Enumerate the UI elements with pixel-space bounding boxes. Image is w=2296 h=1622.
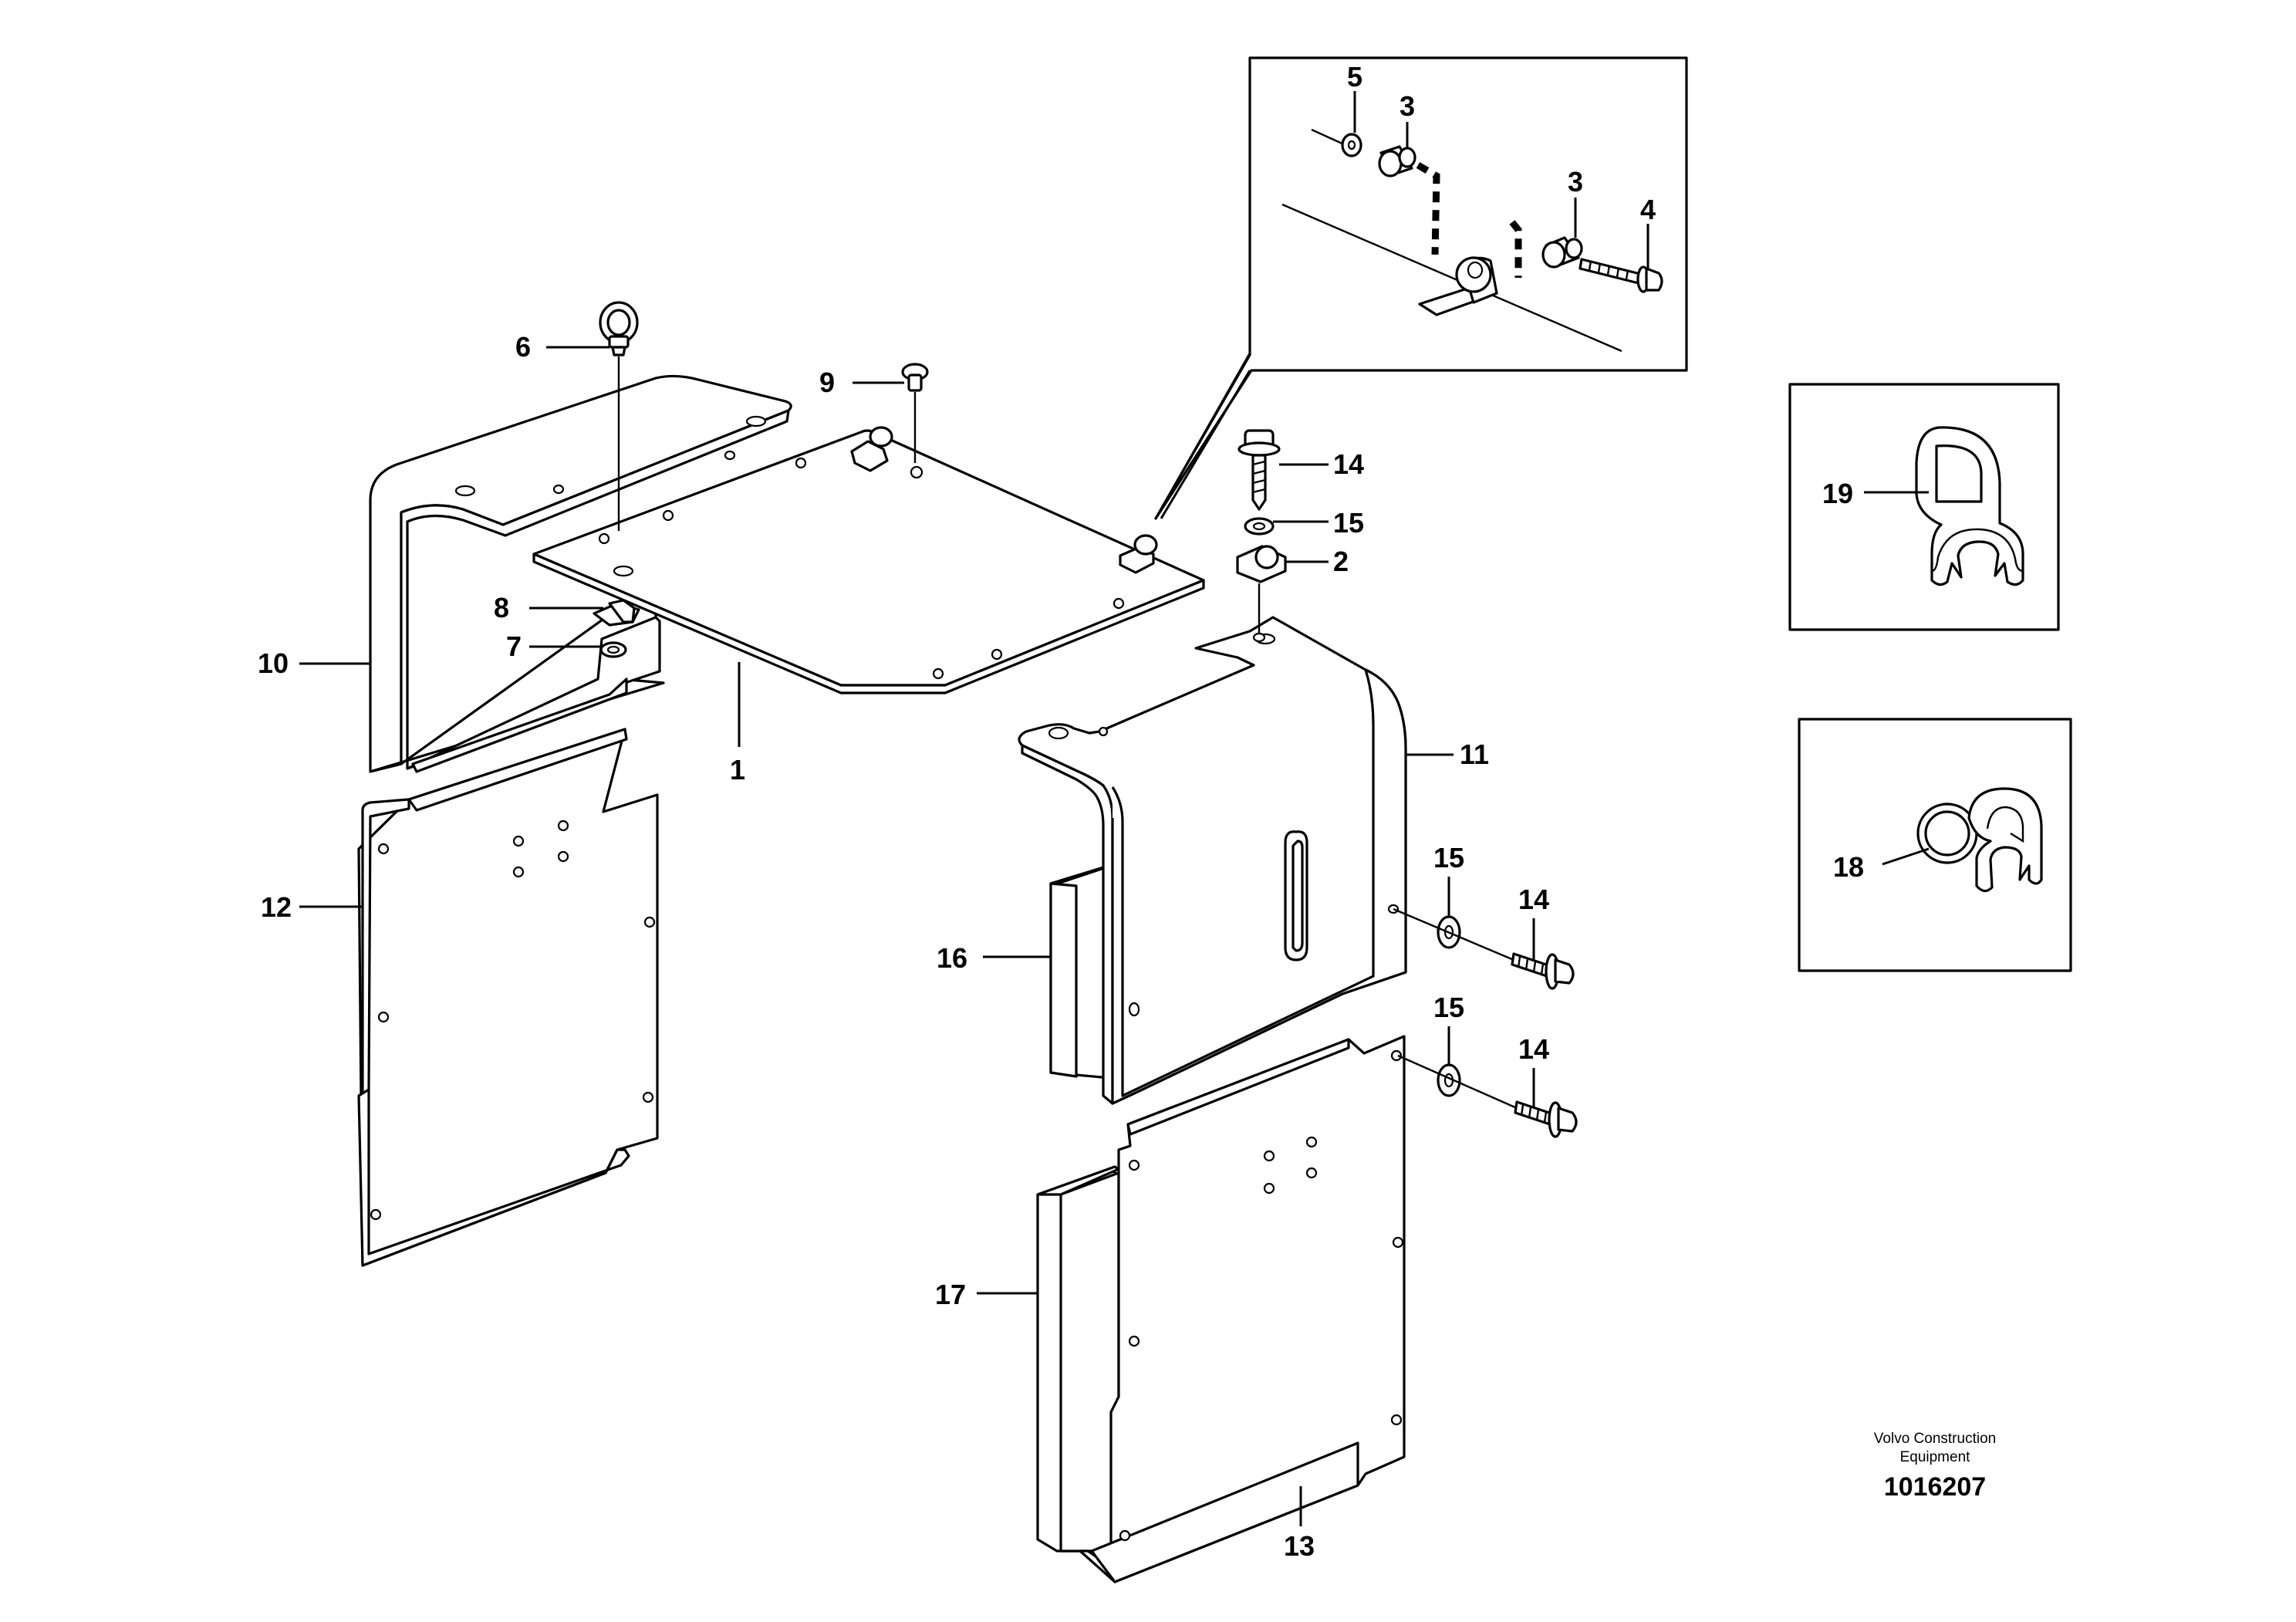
part-1-top-plate (532, 426, 1205, 694)
callout-15-middle: 15 (1433, 842, 1464, 874)
callout-3-lower: 3 (1568, 166, 1583, 198)
callout-15-lower: 15 (1433, 992, 1464, 1023)
callout-8: 8 (494, 592, 509, 623)
part-7-washer (599, 641, 627, 658)
callout-12: 12 (261, 891, 292, 923)
detail-box-hinge-assembly (1154, 56, 1688, 520)
part-14-bolt-vertical (1237, 429, 1281, 511)
part-2-clip (1236, 545, 1287, 643)
part-8-latch (593, 599, 640, 627)
part-14-bolt-middle (1393, 907, 1575, 990)
callout-2: 2 (1333, 546, 1349, 577)
callout-1: 1 (730, 754, 745, 786)
part-17-lower-pad (1036, 1165, 1120, 1553)
callout-6: 6 (515, 331, 531, 363)
inset-19-edge-seal (1788, 383, 2060, 631)
callout-5: 5 (1347, 61, 1362, 93)
part-14-bolt-lower (1397, 1054, 1578, 1138)
leader-lines (299, 91, 1930, 1526)
callout-14-lower: 14 (1518, 1033, 1549, 1065)
callout-11: 11 (1460, 738, 1489, 770)
part-10-left-top-cover (369, 374, 792, 773)
callout-9: 9 (819, 367, 835, 398)
publisher-line-1: Volvo Construction (1874, 1431, 1996, 1447)
callout-7: 7 (506, 630, 522, 662)
callout-19: 19 (1822, 478, 1853, 509)
part-6-ring-pin (599, 301, 639, 531)
publisher-line-2: Equipment (1900, 1449, 1971, 1465)
callout-4: 4 (1640, 194, 1656, 225)
drawing-credit-block: Volvo Construction Equipment 1016207 (1874, 1431, 1996, 1502)
callout-10: 10 (258, 647, 289, 679)
part-12-left-lower-panel (357, 728, 659, 1267)
callout-15-top: 15 (1333, 507, 1364, 539)
callout-3-upper: 3 (1400, 90, 1415, 122)
inset-18-edge-seal-with-bulb (1798, 718, 2072, 972)
part-11-right-cover (1018, 616, 1407, 1105)
part-15-washer-vertical (1244, 517, 1275, 536)
callout-17: 17 (935, 1279, 966, 1310)
callout-14-top: 14 (1333, 448, 1364, 480)
drawing-number: 1016207 (1884, 1472, 1986, 1502)
callout-labels: 6 9 8 7 10 1 12 14 15 2 11 16 15 14 15 1… (258, 61, 1864, 1562)
callout-18: 18 (1833, 851, 1864, 883)
part-15-washer-lower (1437, 1063, 1461, 1097)
callout-13: 13 (1284, 1530, 1315, 1562)
part-9-plug (901, 363, 929, 463)
callout-16: 16 (937, 942, 967, 974)
callout-14-middle: 14 (1518, 884, 1549, 915)
part-13-right-lower-panel (1079, 1035, 1406, 1583)
